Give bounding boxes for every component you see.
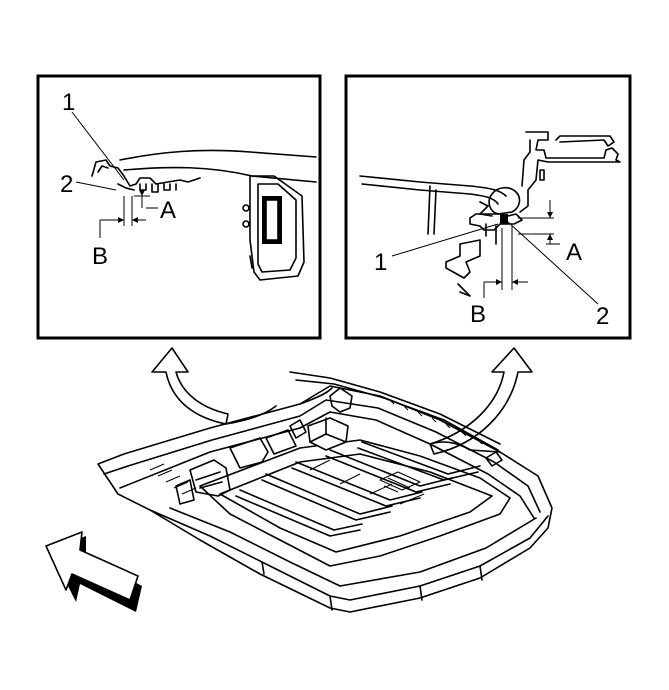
right-label-b: B (470, 301, 486, 328)
roof-outer-edge (97, 385, 553, 613)
roof-rear-bracket (189, 459, 231, 497)
roof-bow-5 (357, 447, 479, 481)
left-bracket (249, 175, 305, 281)
direction-arrow (45, 531, 139, 601)
left-callout-2: 2 (60, 171, 73, 198)
left-curved-arrow (151, 347, 229, 425)
roof-center-floor (199, 439, 511, 567)
roof-panel-illustration (97, 371, 553, 613)
left-dim-b-line (99, 196, 146, 238)
roof-bow-2 (261, 479, 391, 521)
left-roof-skin (119, 149, 317, 161)
left-detail-inset: 1 2 A B (36, 74, 322, 340)
right-label-a: A (566, 239, 582, 266)
left-seal-profile (91, 159, 201, 187)
left-roof-inner (123, 166, 317, 183)
right-dim-a-line (518, 200, 560, 245)
roof-bow-1 (235, 495, 361, 537)
curved-arrow-icon (151, 347, 533, 455)
right-roof-skin (359, 175, 507, 197)
left-label-b: B (92, 243, 108, 270)
right-callout-2: 2 (596, 303, 609, 330)
right-detail-inset: A B 1 2 (344, 74, 632, 340)
right-curved-arrow (429, 347, 533, 455)
left-callout-1: 1 (62, 89, 75, 116)
right-callout-1: 1 (374, 249, 387, 276)
roof-bow-4 (325, 455, 451, 493)
left-label-a: A (160, 197, 176, 224)
right-seal-bulb (488, 186, 521, 215)
direction-arrow-icon (45, 531, 142, 612)
right-dim-b-line (483, 226, 528, 298)
right-rail-extrusion (519, 131, 621, 213)
